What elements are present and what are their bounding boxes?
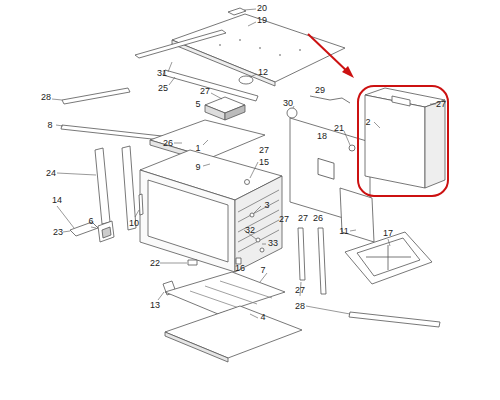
clip (228, 8, 246, 15)
tray (150, 120, 265, 158)
highlight-ring (358, 86, 448, 196)
foot (188, 260, 197, 265)
callout-number: 23 (52, 227, 64, 237)
callout-number: 18 (316, 131, 328, 141)
callout-number: 7 (259, 265, 266, 275)
callout-number: 28 (40, 92, 52, 102)
callout-number: 27 (278, 214, 290, 224)
oven-cavity (140, 170, 235, 272)
callout-number: 11 (338, 226, 349, 236)
bottom-tray (165, 272, 285, 314)
callout-number: 12 (257, 67, 269, 77)
callout-number: 24 (45, 168, 57, 178)
clip (139, 194, 143, 215)
top-panel (172, 14, 345, 82)
callout-number: 30 (282, 98, 294, 108)
callout-number: 19 (256, 15, 268, 25)
callout-number: 15 (258, 157, 270, 167)
callout-number: 26 (312, 213, 324, 223)
callout-number: 22 (149, 258, 161, 268)
fan-cover (345, 232, 432, 284)
callout-number: 31 (156, 68, 168, 78)
sensor (349, 145, 355, 151)
highlight-arrow (308, 34, 350, 74)
callout-number: 2 (364, 117, 371, 127)
callout-number: 33 (267, 238, 279, 248)
callout-number: 16 (234, 263, 246, 273)
grommet (239, 76, 253, 84)
hinge-bracket (70, 222, 98, 236)
callout-number: 3 (263, 200, 270, 210)
callout-number: 5 (194, 99, 201, 109)
callout-number: 26 (162, 138, 174, 148)
rail (163, 70, 258, 101)
callout-number: 25 (157, 83, 169, 93)
callout-number: 9 (194, 162, 201, 172)
bottom-panel (165, 306, 302, 358)
callout-number: 17 (382, 228, 394, 238)
callout-number: 4 (259, 312, 266, 322)
side-trim (95, 148, 110, 224)
trim-bar (349, 312, 440, 327)
callout-number: 10 (128, 218, 140, 228)
callout-number: 32 (244, 225, 256, 235)
bracket (318, 228, 326, 294)
callout-number: 13 (149, 300, 161, 310)
callout-number: 27 (294, 285, 306, 295)
callout-number: 14 (51, 195, 63, 205)
callout-number: 27 (199, 86, 211, 96)
trim-bar (62, 88, 130, 104)
side-trim (122, 146, 136, 230)
callout-number: 28 (294, 301, 306, 311)
callout-number: 1 (194, 143, 201, 153)
callout-number: 6 (87, 216, 94, 226)
trim-bar (135, 30, 226, 58)
motor (287, 108, 297, 118)
hinge (98, 221, 114, 242)
callout-number: 27 (435, 99, 447, 109)
bracket (298, 228, 305, 280)
wire (310, 96, 350, 103)
callout-number: 27 (258, 145, 270, 155)
callout-number: 21 (333, 123, 345, 133)
callout-number: 20 (256, 3, 268, 13)
callout-number: 8 (46, 120, 53, 130)
callout-number: 27 (297, 213, 309, 223)
callout-number: 29 (314, 85, 326, 95)
